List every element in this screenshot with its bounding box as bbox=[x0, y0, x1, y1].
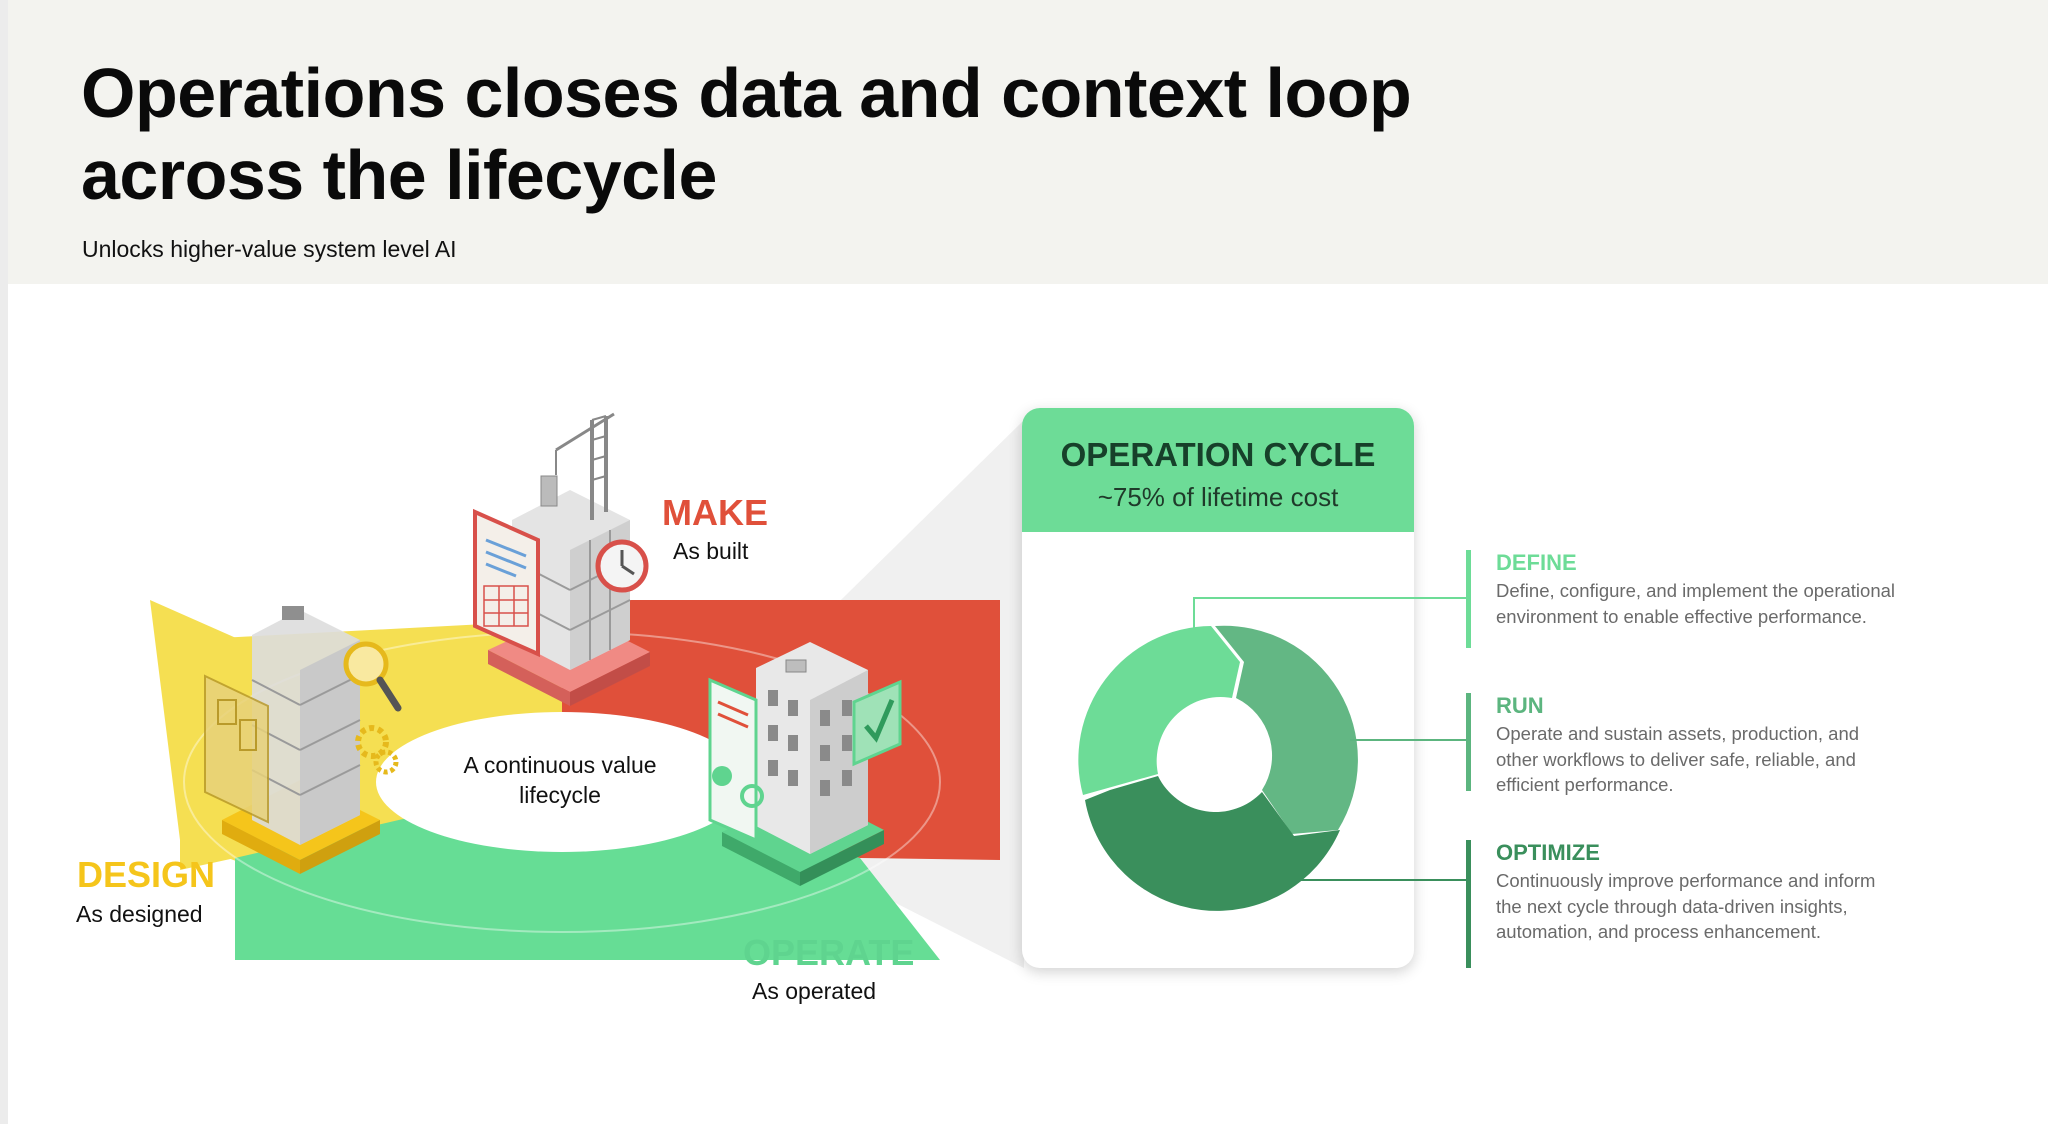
step-optimize-description: Continuously improve performance and inf… bbox=[1496, 870, 1876, 942]
make-label: MAKE bbox=[662, 492, 768, 533]
operation-cycle-subtitle: ~75% of lifetime cost bbox=[1097, 482, 1339, 512]
step-run-name: RUN bbox=[1496, 693, 1544, 718]
page-title: Operations closes data and context loop … bbox=[81, 54, 1412, 214]
operation-cycle-card: OPERATION CYCLE ~75% of lifetime cost bbox=[1022, 408, 1414, 968]
operation-cycle-header: OPERATION CYCLE ~75% of lifetime cost bbox=[1022, 408, 1414, 532]
design-sublabel: As designed bbox=[76, 901, 203, 927]
step-define-bar bbox=[1466, 550, 1471, 648]
slide-border bbox=[0, 0, 8, 1124]
make-building-illustration bbox=[473, 412, 650, 706]
step-optimize: OPTIMIZE Continuously improve performanc… bbox=[1466, 840, 1906, 968]
make-sublabel: As built bbox=[673, 538, 749, 564]
operate-label: OPERATE bbox=[743, 932, 915, 973]
lifecycle-center-label: A continuous value lifecycle bbox=[463, 752, 657, 808]
step-run-bar bbox=[1466, 693, 1471, 791]
design-label: DESIGN bbox=[77, 854, 216, 895]
step-run: RUN Operate and sustain assets, producti… bbox=[1466, 693, 1906, 795]
step-optimize-bar bbox=[1466, 840, 1471, 968]
operate-building-illustration bbox=[708, 642, 902, 886]
page-subtitle: Unlocks higher-value system level AI bbox=[82, 236, 457, 262]
design-building-illustration bbox=[204, 606, 402, 874]
operation-cycle-title: OPERATION CYCLE bbox=[1060, 436, 1376, 473]
step-define: DEFINE Define, configure, and implement … bbox=[1466, 550, 1906, 648]
ring-segment-operate bbox=[235, 782, 940, 960]
step-optimize-name: OPTIMIZE bbox=[1496, 840, 1600, 865]
step-define-description: Define, configure, and implement the ope… bbox=[1496, 580, 1896, 627]
header-band bbox=[8, 0, 2048, 284]
step-run-description: Operate and sustain assets, production, … bbox=[1496, 723, 1860, 795]
operate-sublabel: As operated bbox=[752, 978, 877, 1004]
step-define-name: DEFINE bbox=[1496, 550, 1577, 575]
